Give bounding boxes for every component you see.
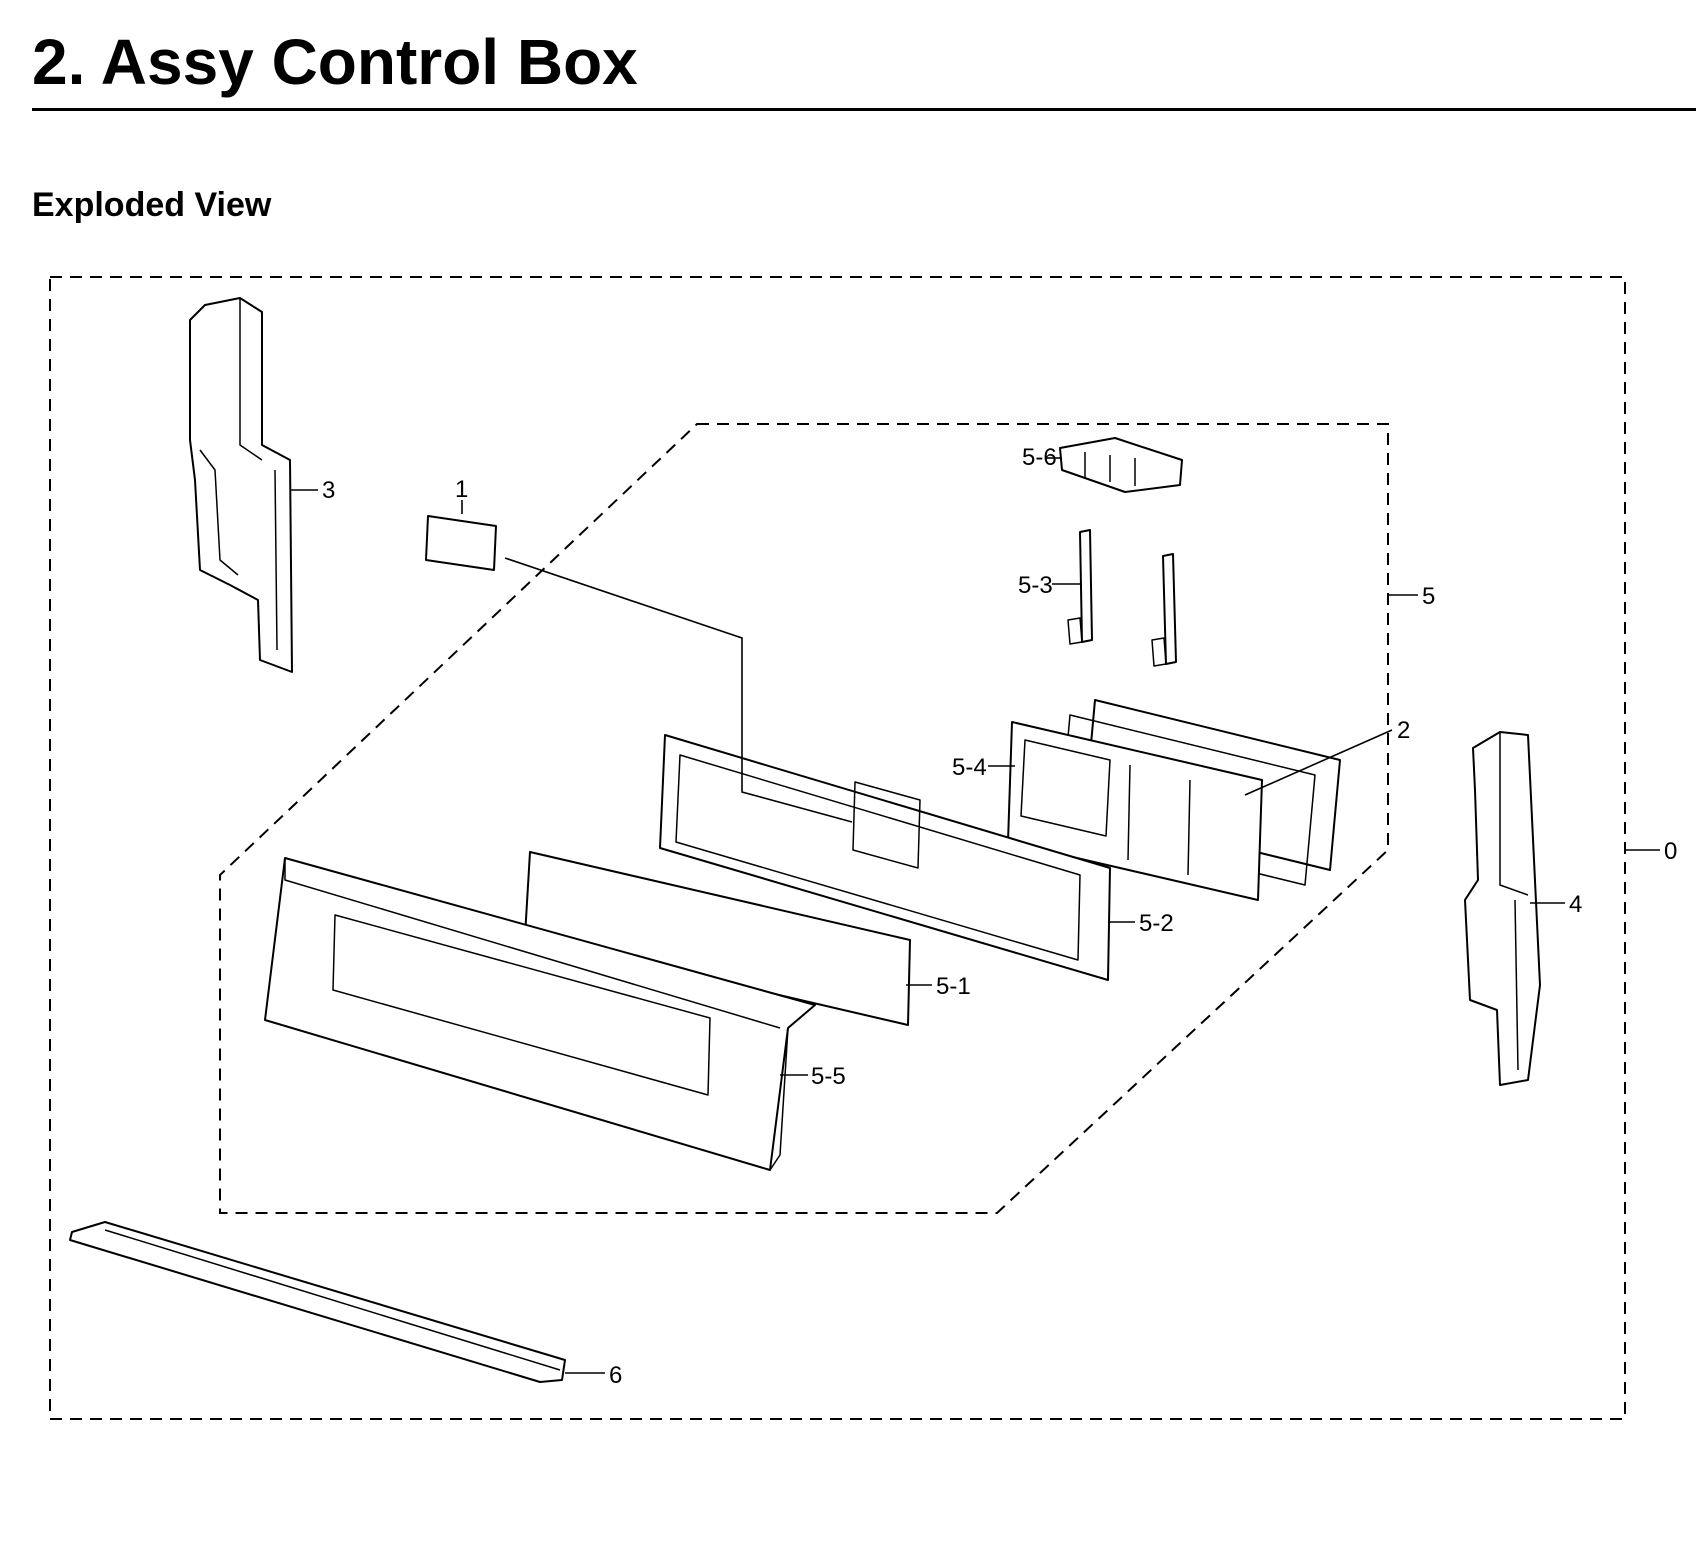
callout-1: 1 bbox=[455, 476, 468, 503]
callout-5: 5 bbox=[1422, 583, 1435, 610]
callout-5-5: 5-5 bbox=[811, 1063, 846, 1090]
page-title: 2. Assy Control Box bbox=[32, 26, 638, 98]
leader-lines bbox=[290, 457, 1660, 1374]
callout-5-3: 5-3 bbox=[1018, 572, 1053, 599]
callout-3: 3 bbox=[322, 477, 335, 504]
callout-4: 4 bbox=[1569, 891, 1582, 918]
part-5-5-cover bbox=[264, 857, 816, 1171]
part-5-3-bracket-right bbox=[1151, 553, 1177, 667]
callout-5-4: 5-4 bbox=[952, 754, 987, 781]
section-heading: Exploded View bbox=[32, 186, 272, 224]
callout-2: 2 bbox=[1397, 717, 1410, 744]
callout-5-1: 5-1 bbox=[936, 973, 971, 1000]
part-5-1-glass bbox=[524, 851, 911, 1026]
assembly-boundary bbox=[49, 276, 1626, 1420]
part-4-right-bracket bbox=[1464, 731, 1541, 1086]
part-3-left-bracket bbox=[189, 297, 293, 673]
callout-5-2: 5-2 bbox=[1139, 910, 1174, 937]
callout-5-6: 5-6 bbox=[1022, 444, 1057, 471]
part-6-rail bbox=[69, 1221, 566, 1383]
callout-0: 0 bbox=[1664, 838, 1677, 865]
part-5-2-frame bbox=[659, 734, 1111, 981]
part-1-label bbox=[425, 515, 497, 571]
subassembly-boundary bbox=[219, 423, 1389, 1214]
callout-6: 6 bbox=[609, 1362, 622, 1389]
part-5-6-connector bbox=[1059, 437, 1183, 493]
part-5-3-bracket-left bbox=[1067, 529, 1093, 645]
title-underline bbox=[32, 108, 1696, 111]
